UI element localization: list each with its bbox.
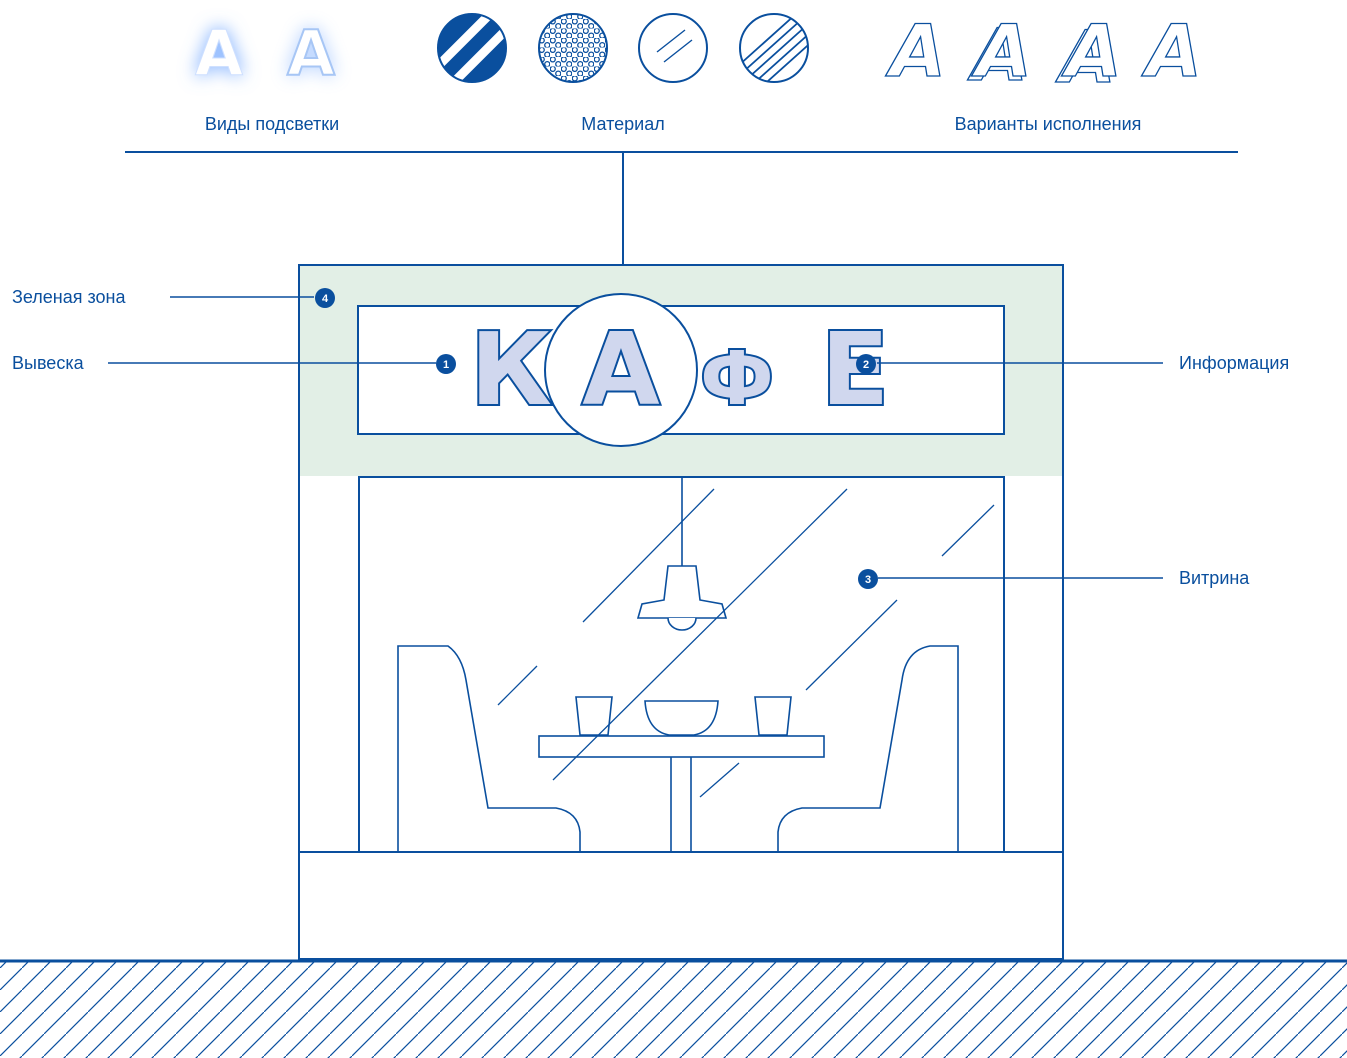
window-label: Витрина: [1179, 568, 1250, 588]
sign-label: Вывеска: [12, 353, 84, 373]
execution-outline-icon: A: [1140, 8, 1202, 93]
svg-text:A: A: [195, 17, 243, 90]
multi-stripe-circle-icon: [739, 13, 809, 83]
badge-window: 3: [858, 569, 878, 589]
backlight-contour-icon: A A: [286, 16, 336, 91]
glass-circle-icon: [638, 13, 708, 83]
svg-text:A: A: [971, 9, 1032, 93]
ground-hatching: [0, 962, 1347, 1058]
facade-outline: [298, 264, 1064, 960]
svg-text:1: 1: [443, 359, 449, 371]
glass-reflections: [497, 488, 995, 798]
svg-text:4: 4: [322, 293, 329, 305]
svg-text:2: 2: [863, 359, 869, 371]
material-magnifier-circle: [544, 293, 698, 447]
svg-text:A: A: [287, 17, 335, 90]
svg-text:A: A: [1055, 15, 1116, 99]
sign-letter-f: Ф: [700, 336, 773, 422]
execution-flat-icon: A: [884, 8, 946, 93]
svg-text:A: A: [1061, 9, 1122, 93]
category-material-label: Материал: [581, 114, 665, 134]
sign-letter-k: К: [470, 311, 552, 428]
svg-text:A: A: [885, 9, 946, 93]
svg-text:A: A: [195, 17, 243, 90]
badge-info: 2: [856, 354, 876, 374]
svg-text:A: A: [967, 13, 1028, 97]
execution-volume-icon: A A: [1054, 8, 1122, 99]
green-zone-label: Зеленая зона: [12, 287, 126, 307]
execution-extruded-icon: A A: [966, 8, 1032, 97]
category-execution-label: Варианты исполнения: [954, 114, 1142, 134]
window-interior: [397, 478, 959, 852]
category-backlight-label: Виды подсветки: [204, 114, 340, 134]
badge-sign: 1: [436, 354, 456, 374]
svg-text:A: A: [1141, 9, 1202, 93]
honeycomb-mesh-circle-icon: [538, 13, 608, 83]
badge-green-zone: 4: [315, 288, 335, 308]
info-label: Информация: [1179, 353, 1290, 373]
signboard-letters: К А Ф Е: [468, 293, 891, 447]
sign-letter-a: А: [582, 311, 659, 428]
diagonal-stripes-circle-icon: [437, 13, 507, 83]
backlight-glow-icon: A A: [195, 17, 244, 91]
sign-letter-e: Е: [821, 311, 889, 428]
svg-text:A: A: [287, 17, 335, 90]
svg-text:3: 3: [865, 574, 871, 586]
